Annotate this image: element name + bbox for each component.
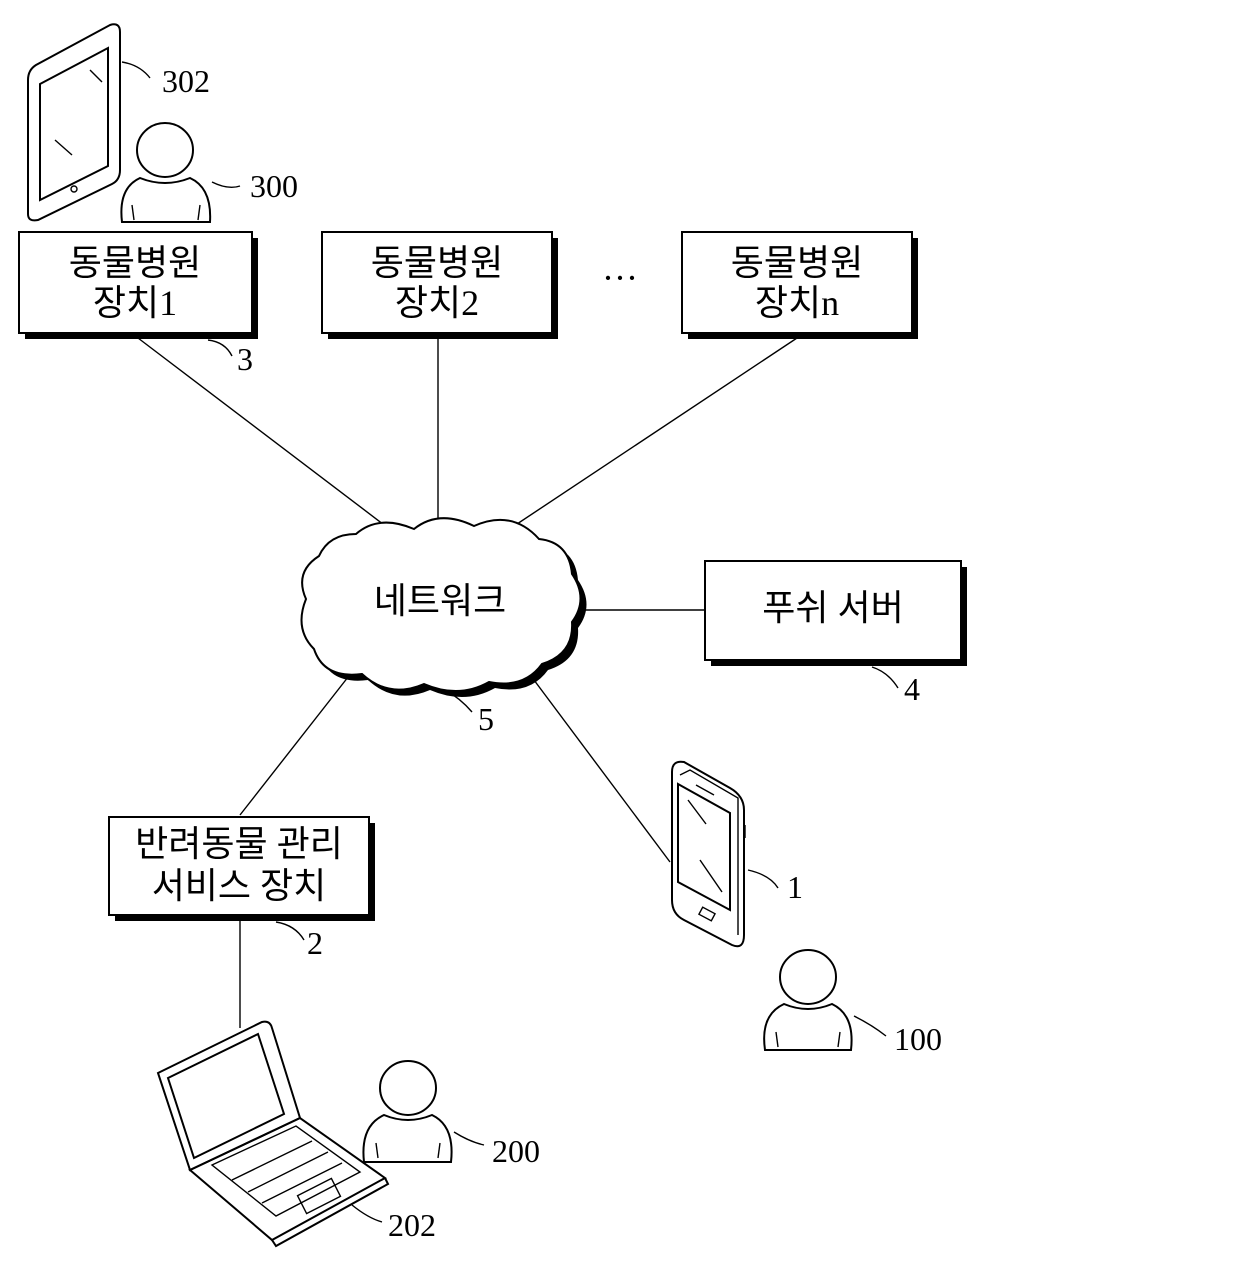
person-icon-admin <box>363 1061 451 1162</box>
svg-text:2: 2 <box>307 925 323 961</box>
svg-text:5: 5 <box>478 701 494 737</box>
ref-2: 2 <box>276 922 323 961</box>
svg-text:4: 4 <box>904 671 920 707</box>
ref-202: 202 <box>352 1205 436 1243</box>
svg-text:100: 100 <box>894 1021 942 1057</box>
ref-300: 300 <box>212 168 298 204</box>
smartphone-icon <box>672 762 745 947</box>
pet-service-device: 반려동물 관리 서비스 장치 <box>109 817 375 921</box>
ref-3: 3 <box>208 340 253 377</box>
svg-text:장치2: 장치2 <box>395 283 479 323</box>
svg-text:장치n: 장치n <box>755 283 839 323</box>
svg-text:동물병원: 동물병원 <box>371 243 503 283</box>
ref-302: 302 <box>122 62 210 99</box>
laptop-icon <box>158 1022 388 1246</box>
svg-text:1: 1 <box>787 869 803 905</box>
hospital-device-n: 동물병원 장치n <box>682 232 918 339</box>
ellipsis: ··· <box>602 258 638 298</box>
person-icon-pet-owner <box>764 950 851 1050</box>
svg-text:200: 200 <box>492 1133 540 1169</box>
svg-text:3: 3 <box>237 341 253 377</box>
hospital-device-2: 동물병원 장치2 <box>322 232 558 339</box>
ref-100: 100 <box>854 1016 942 1057</box>
svg-text:202: 202 <box>388 1207 436 1243</box>
svg-text:300: 300 <box>250 168 298 204</box>
push-server: 푸쉬 서버 <box>705 561 967 666</box>
svg-text:동물병원: 동물병원 <box>69 243 201 283</box>
svg-text:장치1: 장치1 <box>93 283 177 323</box>
ref-4: 4 <box>872 667 920 707</box>
svg-text:네트워크: 네트워크 <box>374 581 506 621</box>
ref-5: 5 <box>445 690 494 737</box>
tablet-icon <box>28 24 120 220</box>
person-icon-vet <box>121 123 210 222</box>
svg-text:반려동물 관리: 반려동물 관리 <box>135 824 343 864</box>
svg-text:동물병원: 동물병원 <box>731 243 863 283</box>
svg-text:302: 302 <box>162 63 210 99</box>
svg-text:푸쉬 서버: 푸쉬 서버 <box>762 588 903 628</box>
svg-text:서비스 장치: 서비스 장치 <box>152 866 327 906</box>
ref-1: 1 <box>748 869 803 905</box>
hospital-device-1: 동물병원 장치1 <box>19 232 258 339</box>
ref-200: 200 <box>454 1132 540 1169</box>
network-cloud: 네트워크 <box>302 518 587 697</box>
